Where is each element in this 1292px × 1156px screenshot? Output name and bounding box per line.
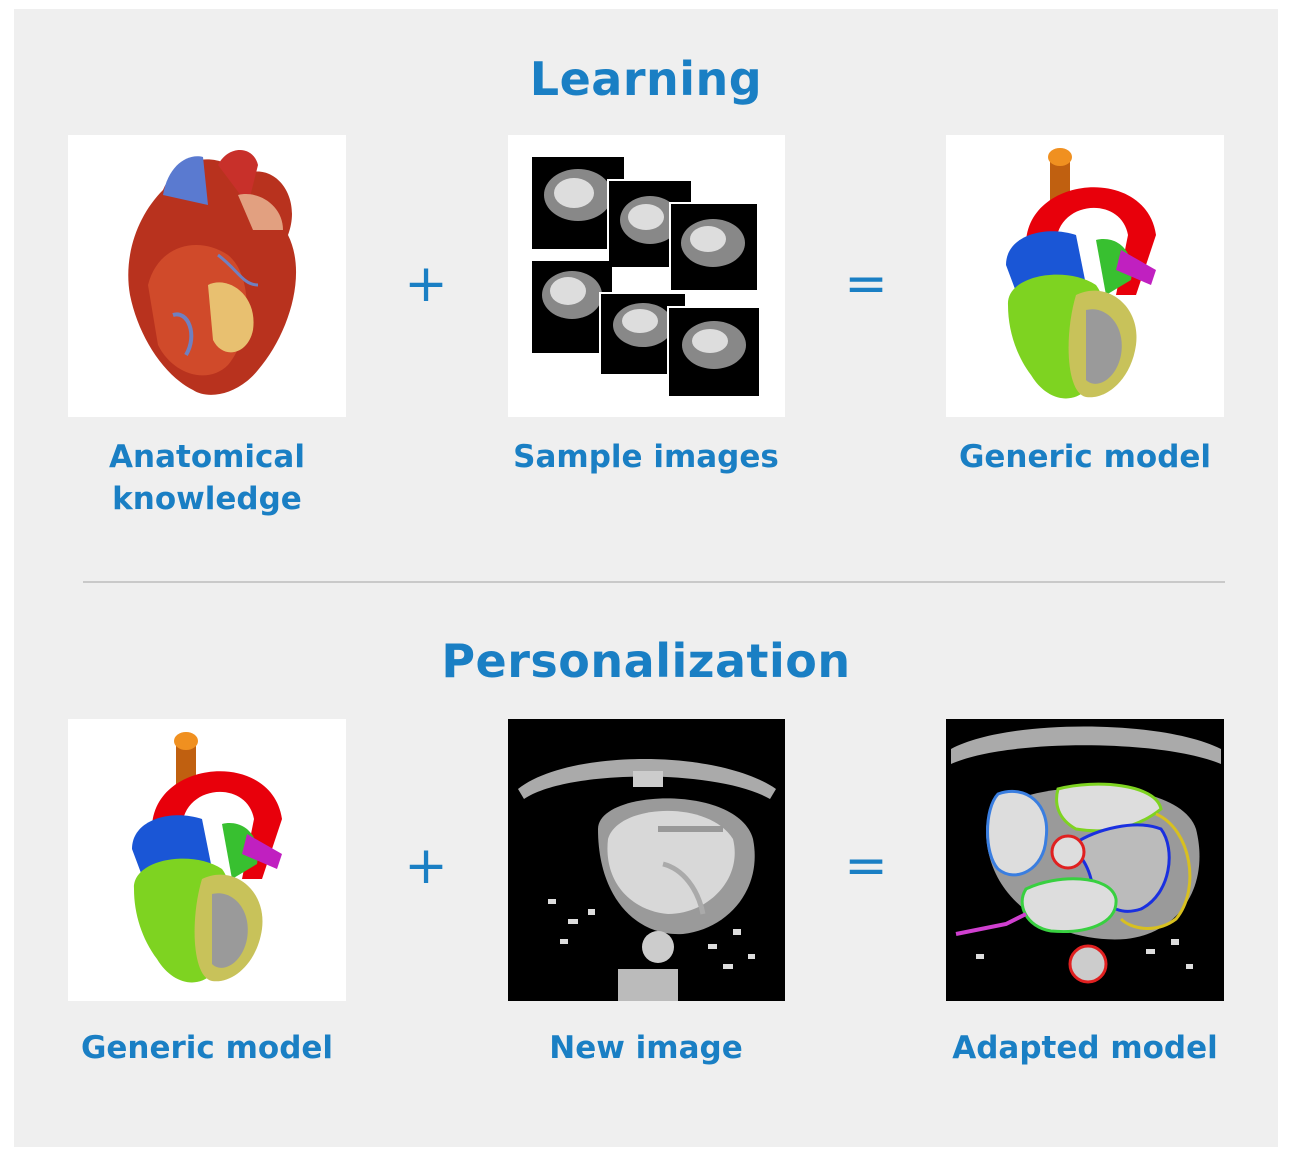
new-image-caption: New image [549,1030,743,1066]
anatomical-heart-icon [128,150,297,395]
caption-line-1: Anatomical [109,439,305,475]
heart-mesh-model-icon [1006,148,1156,399]
ct-slice-icon [518,759,776,1001]
anatomical-knowledge-caption: Anatomical knowledge [47,436,367,520]
adapted-model-image [946,719,1224,1001]
plus-operator: + [404,254,448,314]
segmented-ct-slice-icon [951,726,1221,984]
new-image [508,719,785,1001]
caption-line-2: knowledge [112,481,302,517]
learning-title: Learning [529,52,763,106]
sample-images-stack [508,135,785,417]
section-divider [83,581,1225,583]
anatomical-heart-image [68,135,346,417]
generic-model-caption: Generic model [958,439,1212,475]
equals-operator: = [844,254,888,314]
generic-model-image-2 [68,719,346,1001]
sample-images-caption: Sample images [513,439,779,475]
equals-operator-2: = [844,836,888,896]
generic-model-caption-2: Generic model [80,1030,334,1066]
heart-mesh-model-icon [132,732,282,983]
generic-model-image [946,135,1224,417]
personalization-title: Personalization [441,634,851,688]
plus-operator-2: + [404,836,448,896]
ct-scan-stack-icon [532,157,761,398]
adapted-model-caption: Adapted model [952,1030,1218,1066]
